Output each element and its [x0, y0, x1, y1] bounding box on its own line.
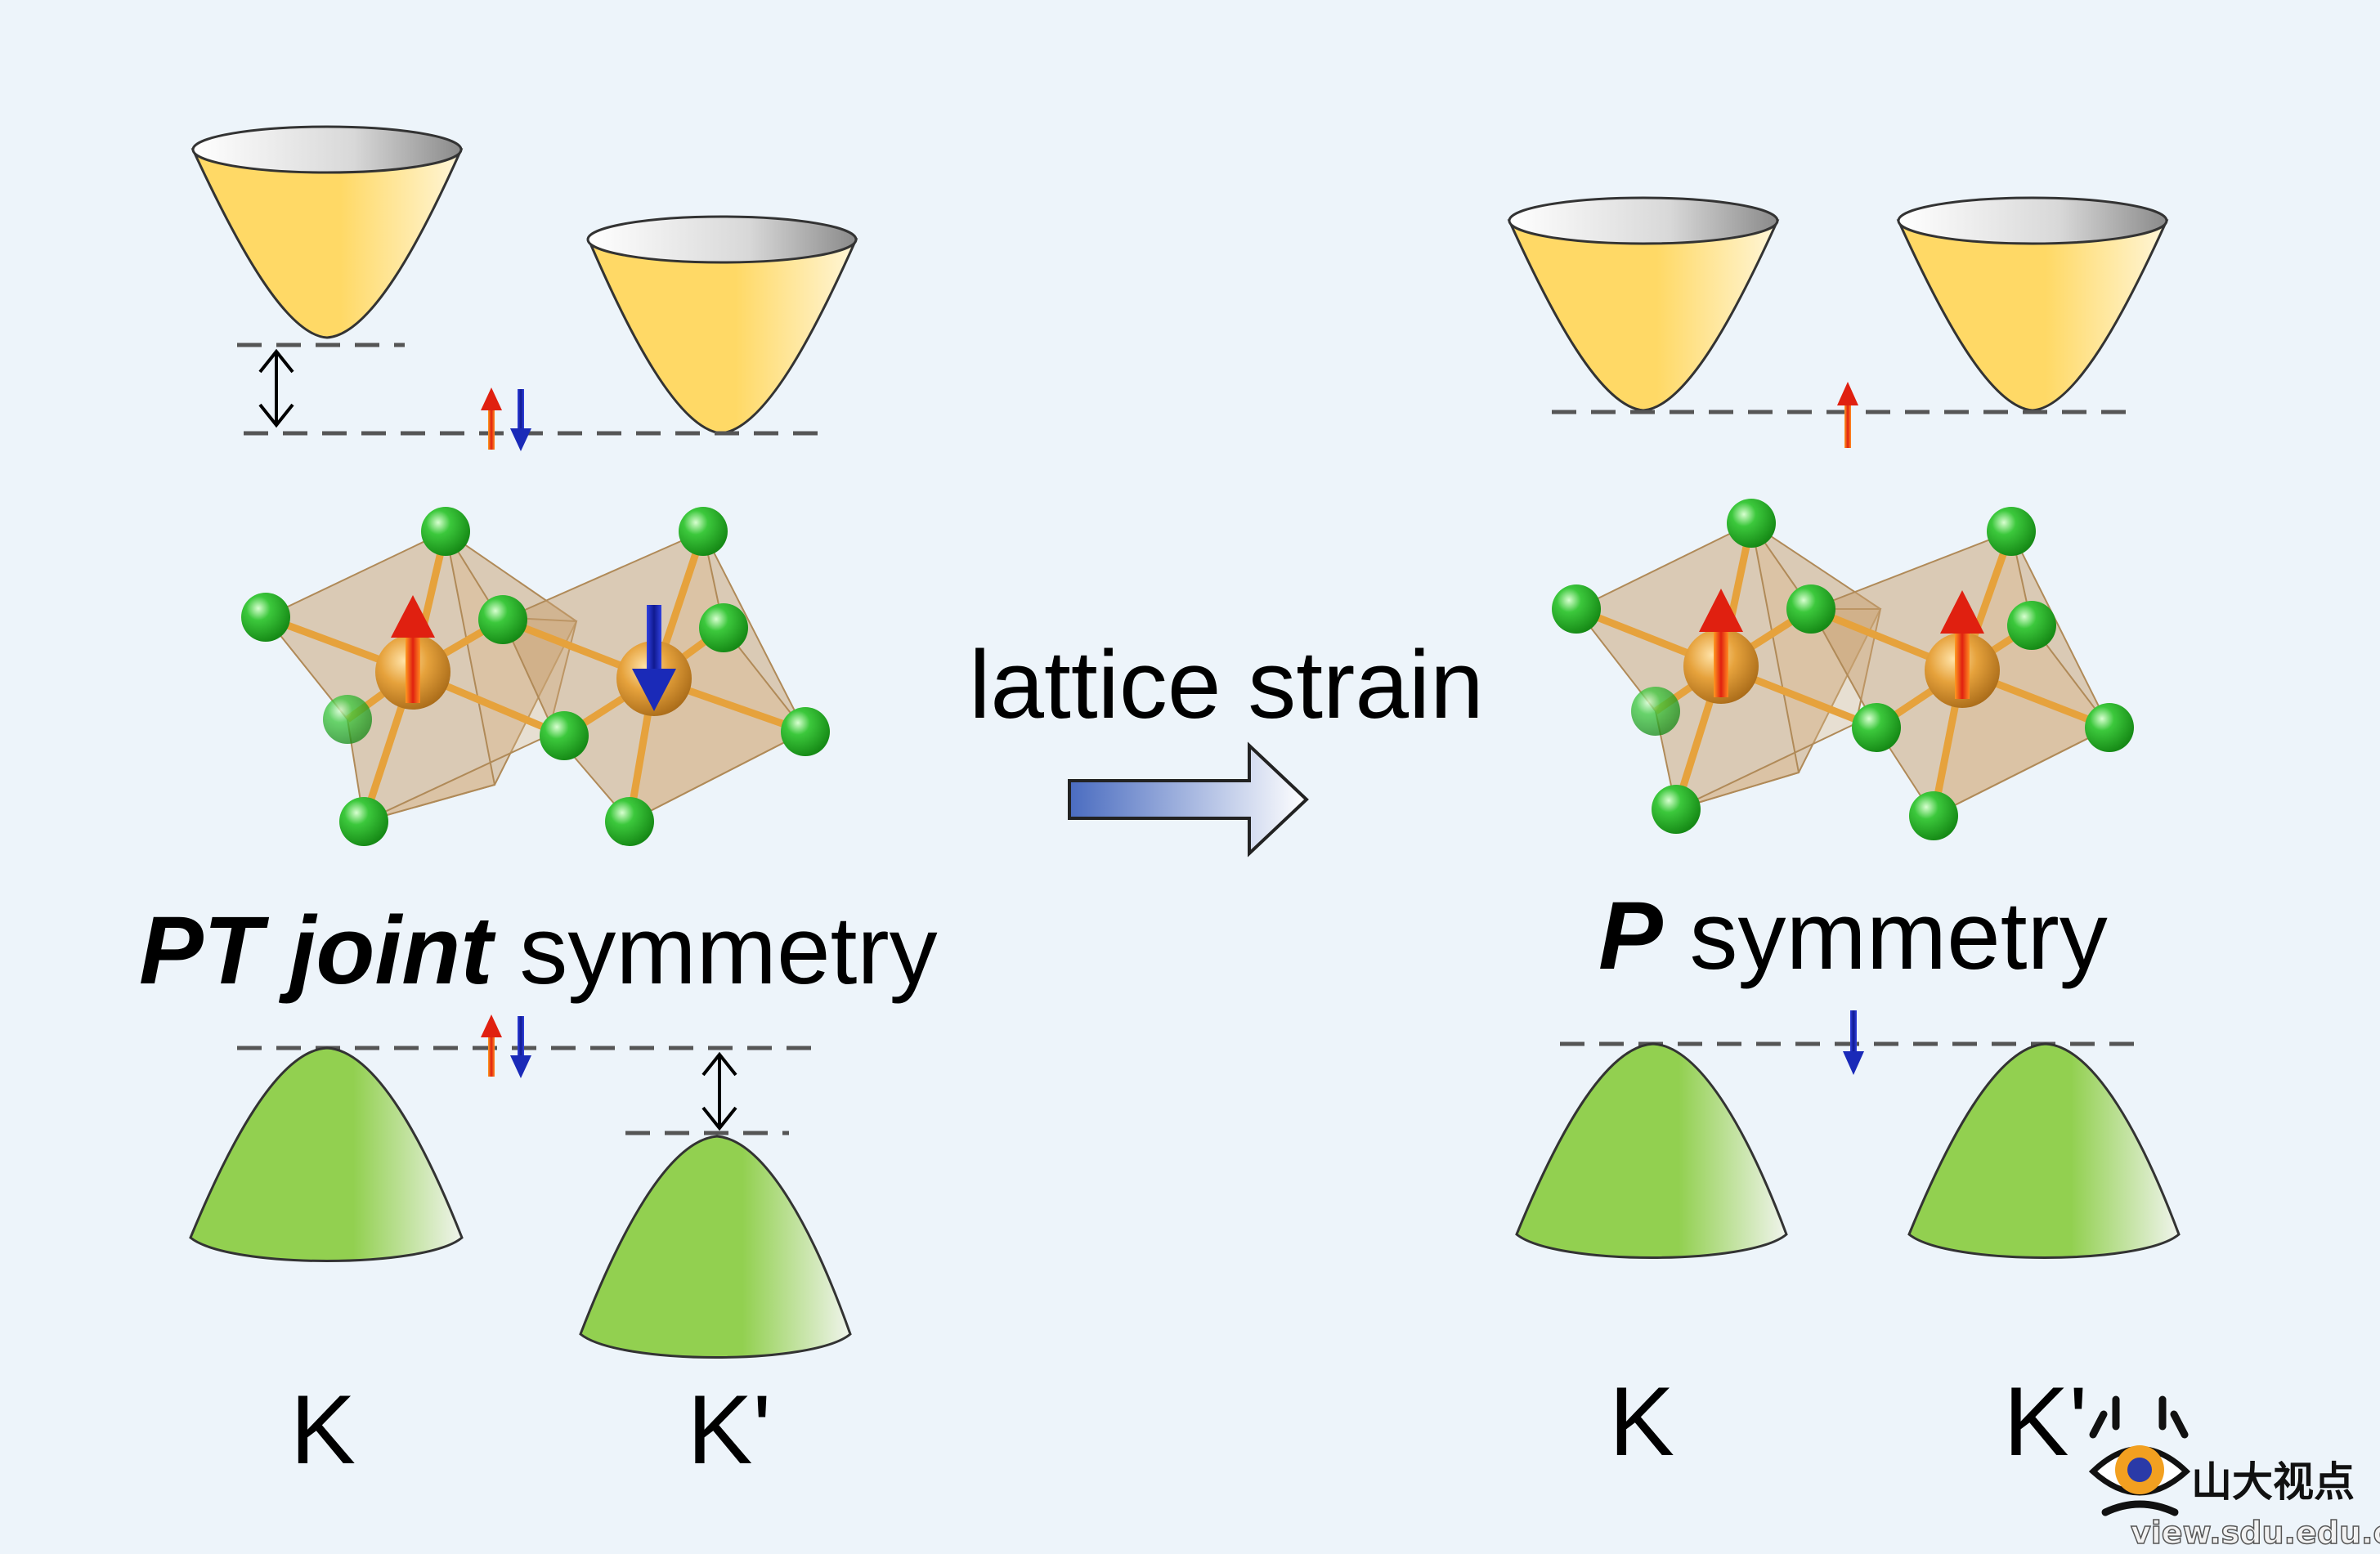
- spin-down-arrow: [510, 1016, 531, 1078]
- symmetry-label-right: P symmetry: [1598, 882, 2108, 990]
- watermark-name: 山大视点: [2191, 1458, 2355, 1506]
- watermark-url: view.sdu.edu.cn: [2131, 1515, 2380, 1551]
- conduction-band-k-right: [1507, 196, 1780, 412]
- spin-down-arrow: [1843, 1010, 1864, 1075]
- symmetry-label-bold: P: [1598, 882, 1663, 990]
- conduction-band-kprime-right: [1896, 196, 2169, 412]
- valley-label-k-right: K: [1609, 1367, 1674, 1476]
- double-headed-arrow: [701, 1051, 737, 1131]
- valley-label-kprime-left: K': [688, 1375, 772, 1485]
- right-arrow: [1068, 741, 1309, 858]
- right-panel: P symmetry K K': [1507, 196, 2181, 1476]
- valence-band-k-right: [1515, 1042, 1788, 1259]
- crystal-structure-right: [1552, 499, 2134, 840]
- left-panel: PT joint symmetry K K': [139, 125, 938, 1485]
- watermark: 山大视点 view.sdu.edu.cn: [2088, 1395, 2380, 1552]
- eye-logo-icon: [2088, 1395, 2191, 1516]
- spin-up-arrow: [391, 595, 435, 703]
- spin-down-arrow: [510, 389, 531, 451]
- symmetry-label-rest: symmetry: [1663, 882, 2108, 990]
- spin-up-arrow: [1837, 382, 1858, 448]
- spin-up-arrow: [481, 387, 502, 450]
- transition-label: lattice strain: [969, 631, 1484, 739]
- valence-band-kprime-left: [579, 1135, 852, 1359]
- valence-band-k-left: [189, 1046, 464, 1262]
- spin-up-arrow: [1699, 589, 1743, 697]
- crystal-structure-left: [241, 507, 830, 846]
- valley-label-kprime-right: K': [2004, 1367, 2088, 1476]
- double-headed-arrow: [258, 348, 294, 428]
- valence-band-kprime-right: [1907, 1042, 2181, 1259]
- conduction-band-k-left: [190, 125, 464, 339]
- spin-up-arrow: [481, 1014, 502, 1077]
- symmetry-label-rest: symmetry: [493, 897, 938, 1005]
- transition: lattice strain: [969, 631, 1484, 858]
- valley-label-k-left: K: [290, 1375, 356, 1485]
- symmetry-label-left: PT joint symmetry: [139, 897, 938, 1005]
- spin-up-arrow: [1940, 590, 1984, 699]
- spin-down-arrow: [632, 605, 676, 711]
- conduction-band-kprime-left: [586, 215, 858, 435]
- symmetry-label-bold: PT joint: [139, 897, 496, 1005]
